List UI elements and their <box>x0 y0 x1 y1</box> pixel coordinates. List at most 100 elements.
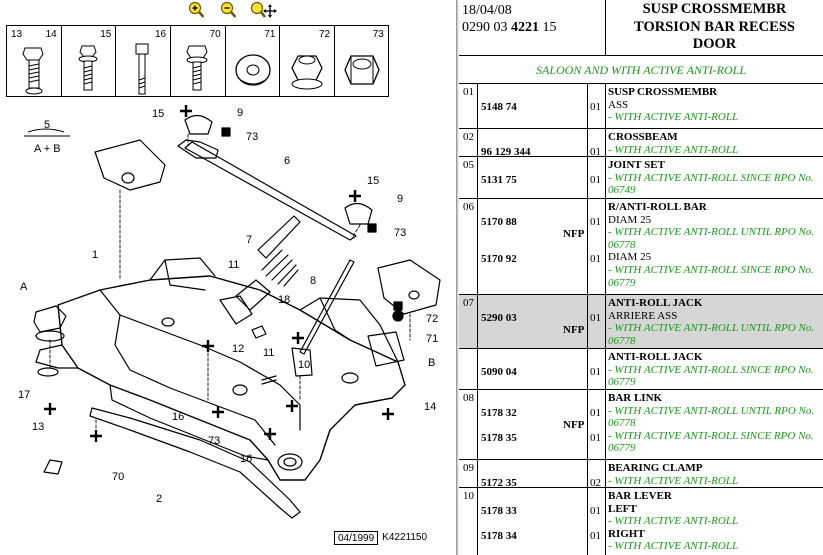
callout-number[interactable]: 71 <box>426 333 438 345</box>
part-description: ANTI-ROLL JACK <box>608 297 703 309</box>
fastener-icon <box>135 43 149 95</box>
callout-number[interactable]: 6 <box>284 155 290 167</box>
header-divider <box>605 0 606 56</box>
callout-number[interactable]: B <box>428 357 435 369</box>
part-description: BEARING CLAMP <box>608 462 703 474</box>
hardware-item[interactable]: 72 <box>279 25 335 97</box>
hardware-number: 70 <box>209 29 221 40</box>
callout-number[interactable]: 9 <box>237 107 243 119</box>
zoom-out-button[interactable] <box>219 1 237 19</box>
callout-number[interactable]: 70 <box>112 471 124 483</box>
callout-number[interactable]: 12 <box>232 343 244 355</box>
callout-number[interactable]: 73 <box>394 227 406 239</box>
callout-number[interactable]: 73 <box>208 435 220 447</box>
callout-number[interactable]: 14 <box>424 401 436 413</box>
part-number[interactable]: 5178 34 <box>481 529 517 542</box>
hardware-item[interactable]: 15 <box>60 25 116 97</box>
group-number: 10 <box>463 490 474 502</box>
callout-number[interactable]: 15 <box>367 175 379 187</box>
part-description: LEFT <box>608 502 637 515</box>
header-code: 0290 03 4221 15 <box>462 20 557 35</box>
callout-number[interactable]: 72 <box>426 313 438 325</box>
hardware-item[interactable]: 16 <box>115 25 171 97</box>
part-note: - WITH ACTIVE ANTI-ROLL UNTIL RPO No. <box>608 322 815 335</box>
part-quantity: 02 <box>590 476 601 488</box>
hardware-item[interactable]: 73 <box>334 25 389 97</box>
part-number[interactable]: 5178 35 <box>481 431 517 444</box>
callout-number[interactable]: 2 <box>156 493 162 505</box>
part-note: - WITH ACTIVE ANTI-ROLL UNTIL RPO No. <box>608 226 815 239</box>
callout-number[interactable]: 11 <box>228 259 239 271</box>
zoom-in-button[interactable] <box>187 1 205 19</box>
part-group[interactable]: 09 BEARING CLAMP 5172 35 02 - WITH ACTIVE AN… <box>459 460 823 488</box>
part-note: 06779 <box>608 276 636 289</box>
callout-number[interactable]: A <box>20 281 28 293</box>
parts-header: 18/04/08 0290 03 4221 15 SUSP CROSSMEMBR… <box>459 0 823 56</box>
part-description: DIAM 25 <box>608 213 652 226</box>
variant-caption: SALOON AND WITH ACTIVE ANTI-ROLL <box>459 56 823 84</box>
part-description: SUSP CROSSMEMBR <box>608 86 718 98</box>
callout-number[interactable]: 1 <box>92 249 98 261</box>
page-title: SUSP CROSSMEMBR TORSION BAR RECESS DOOR <box>634 1 795 52</box>
fastener-icon <box>78 45 98 91</box>
diagram-code: K4221150 <box>382 532 428 543</box>
part-description: ANTI-ROLL JACK <box>608 351 703 363</box>
part-number[interactable]: 5090 04 <box>481 365 517 378</box>
pane-splitter[interactable] <box>456 0 459 555</box>
nfp-flag: NFP <box>563 419 585 432</box>
part-note: 06779 <box>608 442 636 455</box>
part-number[interactable]: 5131 75 <box>481 173 517 186</box>
part-description: JOINT SET <box>608 159 665 171</box>
part-note: 06778 <box>608 334 636 347</box>
callout-number[interactable]: 73 <box>246 131 258 143</box>
callout-number[interactable]: 11 <box>263 347 274 359</box>
callout-number[interactable]: 9 <box>397 193 403 205</box>
hardware-item[interactable]: 71 <box>224 25 280 97</box>
part-number[interactable]: 5170 92 <box>481 253 517 266</box>
callout-number[interactable]: 15 <box>152 108 164 120</box>
part-number[interactable]: 5290 03 <box>481 311 517 324</box>
callout-number[interactable]: 5 <box>44 119 50 131</box>
part-quantity: 01 <box>590 365 601 378</box>
part-description: CROSSBEAM <box>608 131 678 143</box>
callout-number[interactable]: 13 <box>32 421 44 433</box>
part-number[interactable]: 5178 33 <box>481 504 517 517</box>
part-number[interactable]: 5178 32 <box>481 406 517 419</box>
part-quantity: 01 <box>590 529 601 542</box>
part-number[interactable]: 5170 88 <box>481 215 517 228</box>
hardware-number: 72 <box>319 29 331 40</box>
callout-number[interactable]: 16 <box>172 411 184 423</box>
callout-number[interactable]: A + B <box>34 143 61 155</box>
zoom-pan-button[interactable] <box>249 1 277 19</box>
callout-number[interactable]: 16 <box>240 453 252 465</box>
callout-number[interactable]: 18 <box>278 294 290 306</box>
callout-number[interactable]: 17 <box>18 389 30 401</box>
part-number[interactable]: 5172 35 <box>481 476 517 488</box>
callout-number[interactable]: 8 <box>310 275 316 287</box>
part-number[interactable]: 5148 74 <box>481 100 517 113</box>
group-number: 01 <box>463 86 474 98</box>
callout-number[interactable]: 7 <box>246 234 252 246</box>
part-quantity: 01 <box>590 215 601 228</box>
group-number: 09 <box>463 462 474 474</box>
part-description: ARRIERE ASS <box>608 309 678 322</box>
fastener-icon <box>291 55 324 90</box>
part-description: BAR LINK <box>608 392 663 404</box>
part-note: - WITH ACTIVE ANTI-ROLL <box>608 474 739 487</box>
part-description: DIAM 25 <box>608 251 652 264</box>
hardware-number: 16 <box>154 29 167 40</box>
hardware-item[interactable]: 70 <box>170 25 225 97</box>
fastener-icon <box>186 45 208 91</box>
part-number[interactable]: 96 129 344 <box>481 145 531 157</box>
callout-number[interactable]: 10 <box>298 359 310 371</box>
